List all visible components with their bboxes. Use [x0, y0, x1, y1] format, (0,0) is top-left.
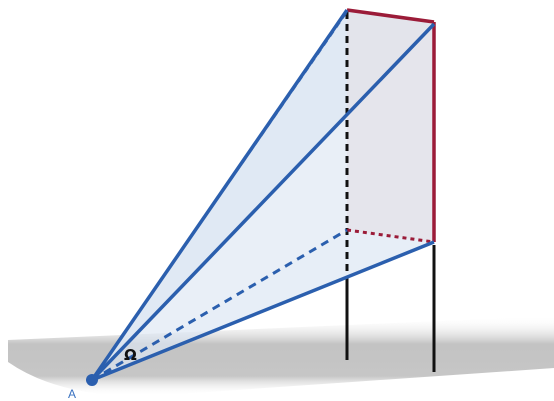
vertex-label: A: [68, 387, 76, 401]
hidden-edge-apex-back-bottom: [91, 228, 348, 382]
edge-apex-front-bottom: [91, 240, 435, 382]
hidden-edge-panel-bottom: [346, 228, 435, 244]
solid-angle-label: Ω: [124, 346, 137, 364]
apex-point: [86, 374, 98, 386]
edge-apex-front-top: [90, 22, 436, 382]
panel-edge-top: [346, 8, 435, 24]
target-panel: [347, 10, 434, 242]
edge-apex-back-top: [90, 9, 349, 381]
